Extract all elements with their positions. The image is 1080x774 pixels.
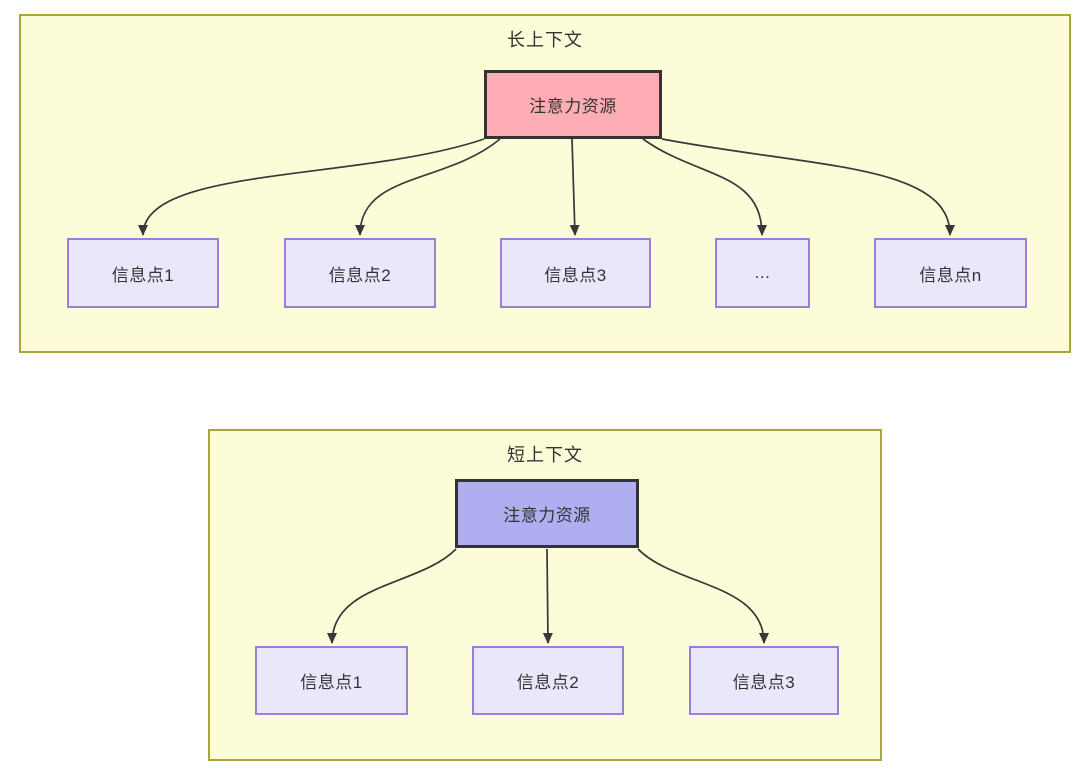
arrow-long-to-info-dots (642, 138, 767, 236)
info-point-node-3: 信息点3 (500, 238, 651, 308)
arrow-short-to-info-3 (637, 548, 769, 644)
arrow-long-to-info-1 (138, 138, 485, 236)
info-point-node-n: 信息点n (874, 238, 1027, 308)
short-context-panel: 短上下文 注意力资源 信息点1 信息点2 信息点3 (208, 429, 882, 761)
arrow-long-to-info-3 (569, 138, 580, 236)
info-point-node-3: 信息点3 (689, 646, 839, 715)
info-point-node-1: 信息点1 (255, 646, 408, 715)
arrow-short-to-info-1 (327, 548, 457, 644)
arrow-long-to-info-2 (355, 138, 501, 236)
info-point-node-1: 信息点1 (67, 238, 219, 308)
long-context-panel: 长上下文 注意力资源 信息点1 信息点2 信息点3 ... 信息点n (19, 14, 1071, 353)
attention-resource-node-short: 注意力资源 (455, 479, 639, 548)
info-point-node-2: 信息点2 (284, 238, 436, 308)
info-point-node-2: 信息点2 (472, 646, 624, 715)
long-context-title: 长上下文 (507, 30, 583, 50)
short-context-title: 短上下文 (507, 445, 583, 465)
info-point-node-ellipsis: ... (715, 238, 810, 308)
arrow-short-to-info-2 (542, 548, 553, 644)
attention-resource-node-long: 注意力资源 (484, 70, 662, 139)
arrow-long-to-info-n (661, 138, 955, 236)
